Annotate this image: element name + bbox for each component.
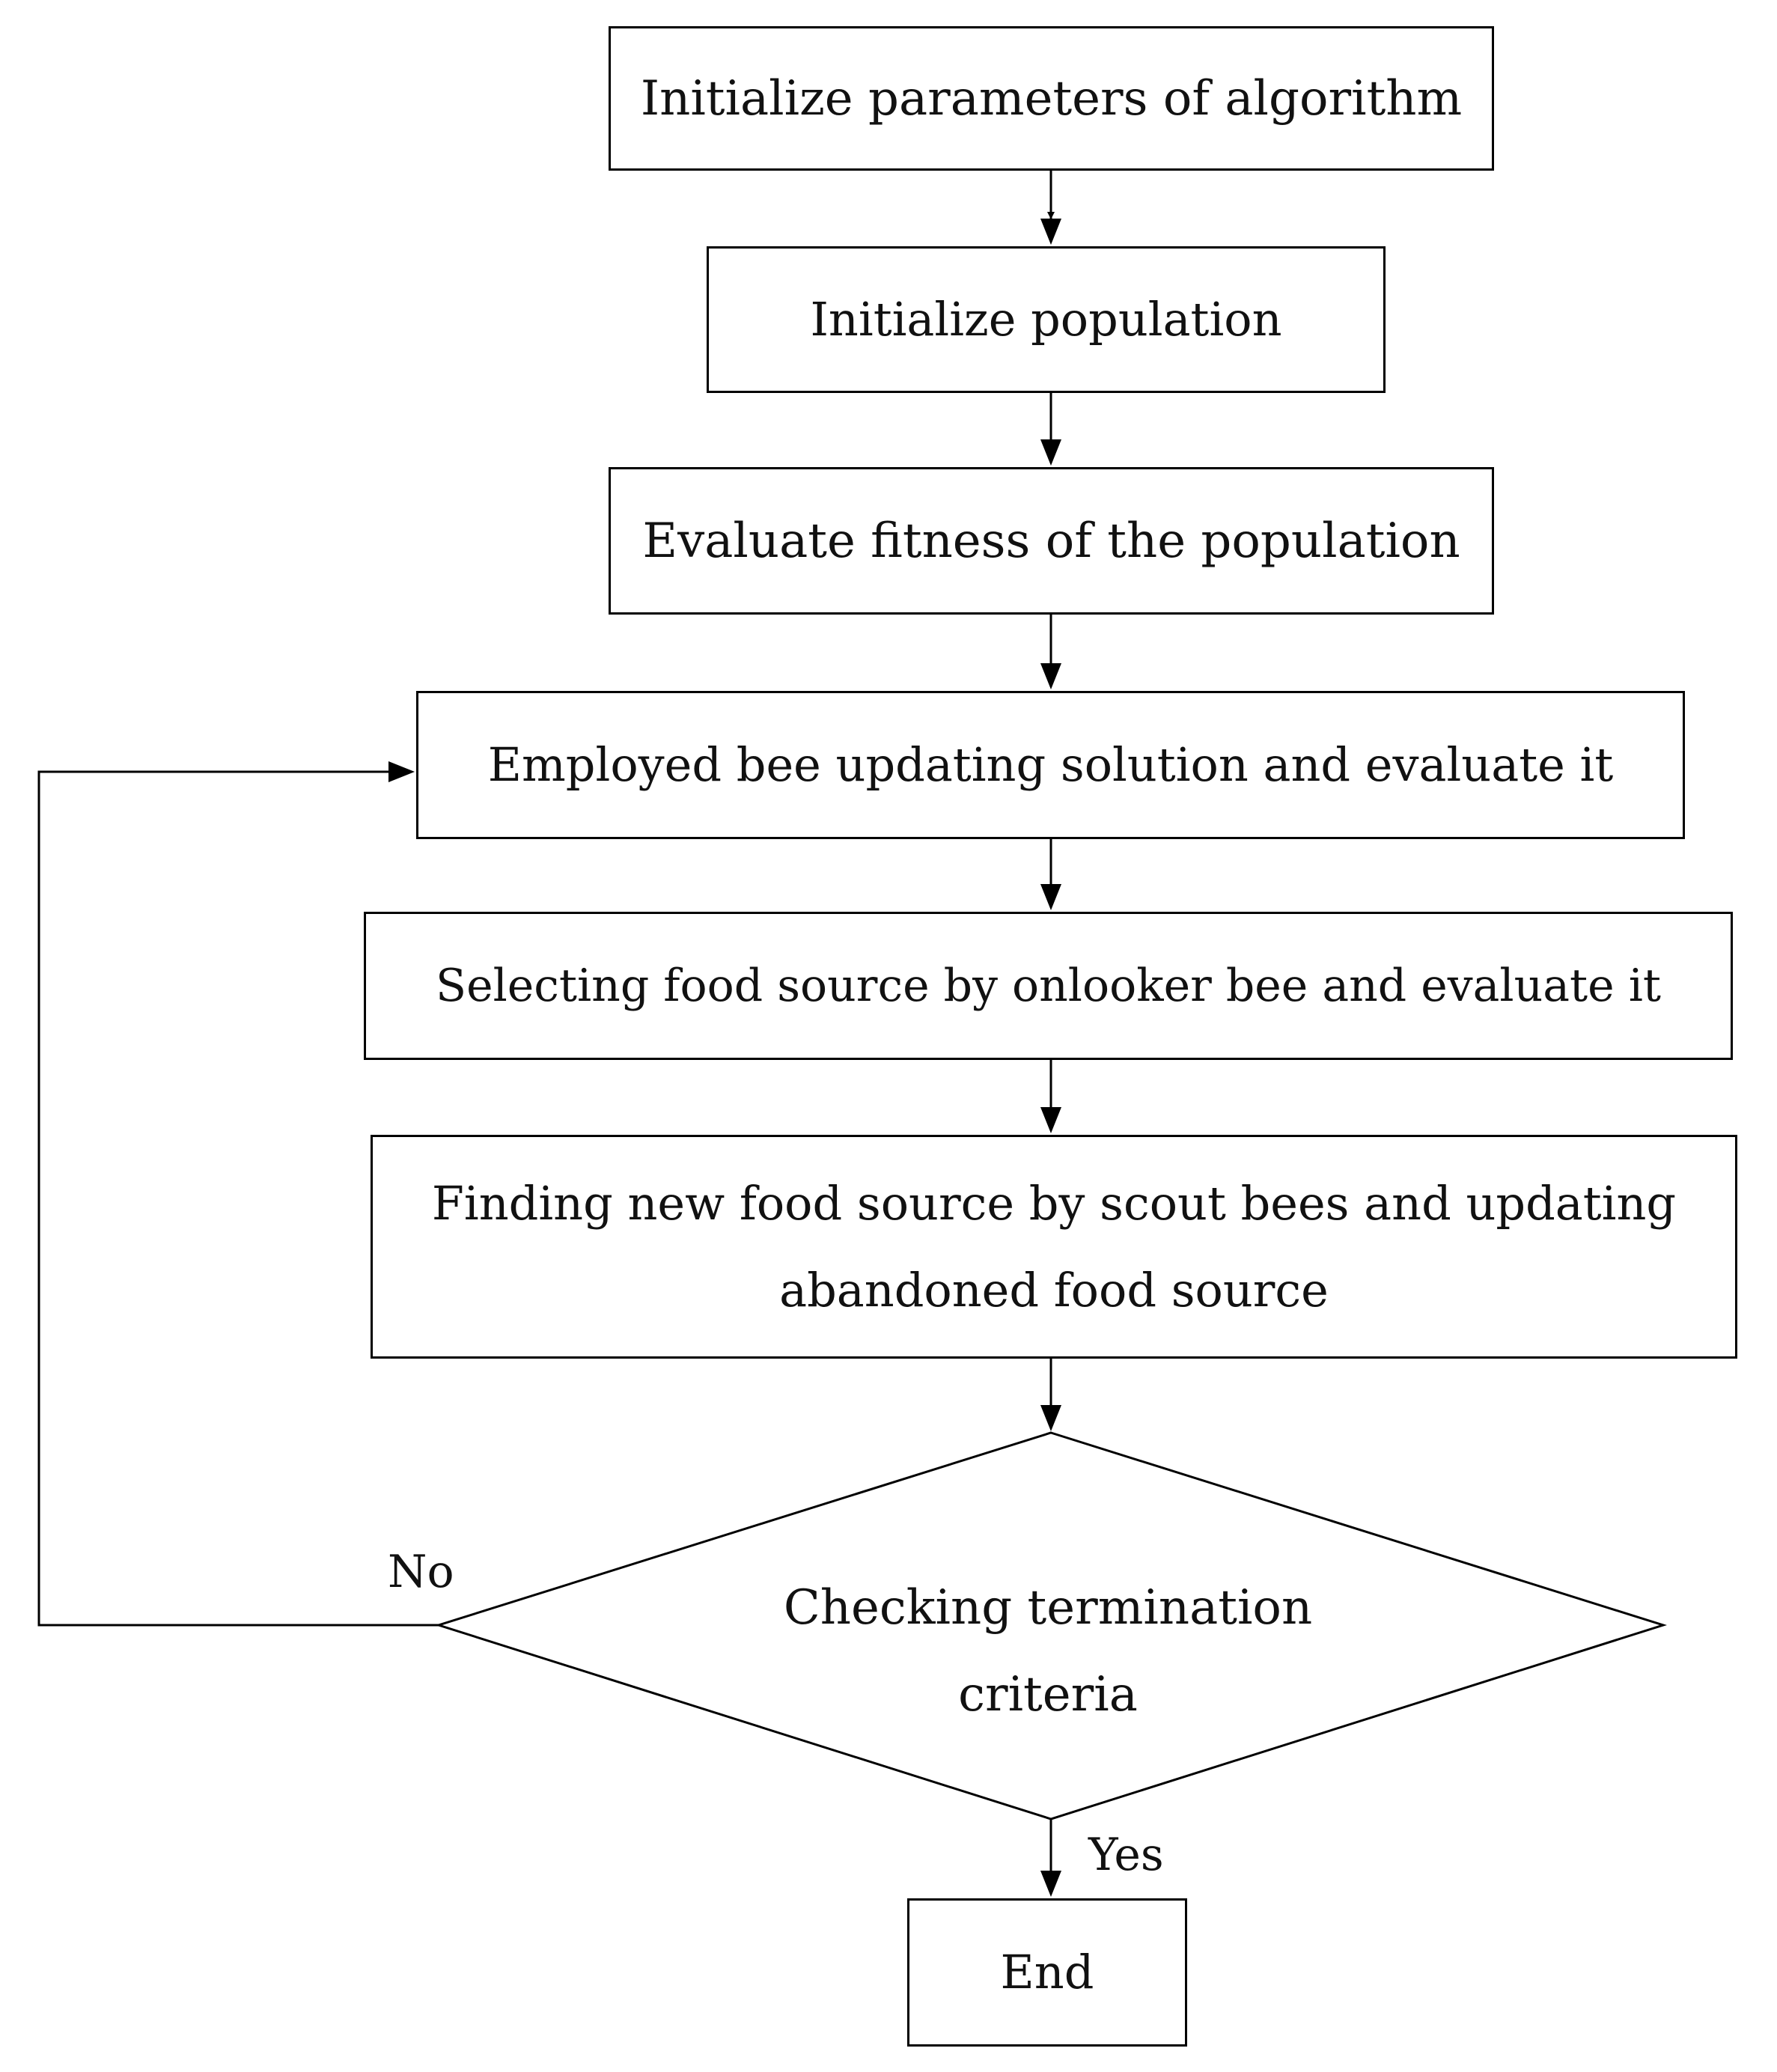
- decision-diamond: [435, 1431, 1667, 1820]
- step-employed-bee: Employed bee updating solution and evalu…: [416, 691, 1685, 839]
- arrowhead-1: [1040, 219, 1061, 245]
- arrowhead-4: [1040, 884, 1061, 910]
- step-evaluate-fitness-label: Evaluate fitness of the population: [642, 513, 1460, 569]
- decision-label: Checking termination criteria: [783, 1580, 1313, 1722]
- step-scout-bees: Finding new food source by scout bees an…: [371, 1135, 1737, 1359]
- step-initialize-population-label: Initialize population: [810, 292, 1282, 347]
- arrowhead-loop: [388, 761, 415, 782]
- arrowhead-7: [1040, 1871, 1061, 1897]
- step-scout-bees-label: Finding new food source by scout bees an…: [431, 1175, 1677, 1317]
- step-onlooker-bee-label: Selecting food source by onlooker bee an…: [435, 960, 1662, 1012]
- step-end: End: [907, 1898, 1187, 2047]
- branch-yes-label: Yes: [1088, 1829, 1164, 1881]
- branch-no-label: No: [388, 1546, 454, 1598]
- loop-back-no-path: [37, 770, 439, 1627]
- arrowhead-3: [1040, 663, 1061, 689]
- step-initialize-population: Initialize population: [707, 246, 1386, 393]
- step-end-label: End: [1000, 1945, 1094, 1999]
- step-employed-bee-label: Employed bee updating solution and evalu…: [487, 737, 1614, 792]
- arrowhead-6: [1040, 1405, 1061, 1431]
- step-initialize-parameters-label: Initialize parameters of algorithm: [640, 70, 1463, 127]
- arrowhead-2: [1040, 439, 1061, 466]
- step-onlooker-bee: Selecting food source by onlooker bee an…: [364, 912, 1733, 1060]
- arrowhead-5: [1040, 1107, 1061, 1133]
- step-initialize-parameters: Initialize parameters of algorithm: [609, 26, 1494, 171]
- step-evaluate-fitness: Evaluate fitness of the population: [609, 467, 1494, 615]
